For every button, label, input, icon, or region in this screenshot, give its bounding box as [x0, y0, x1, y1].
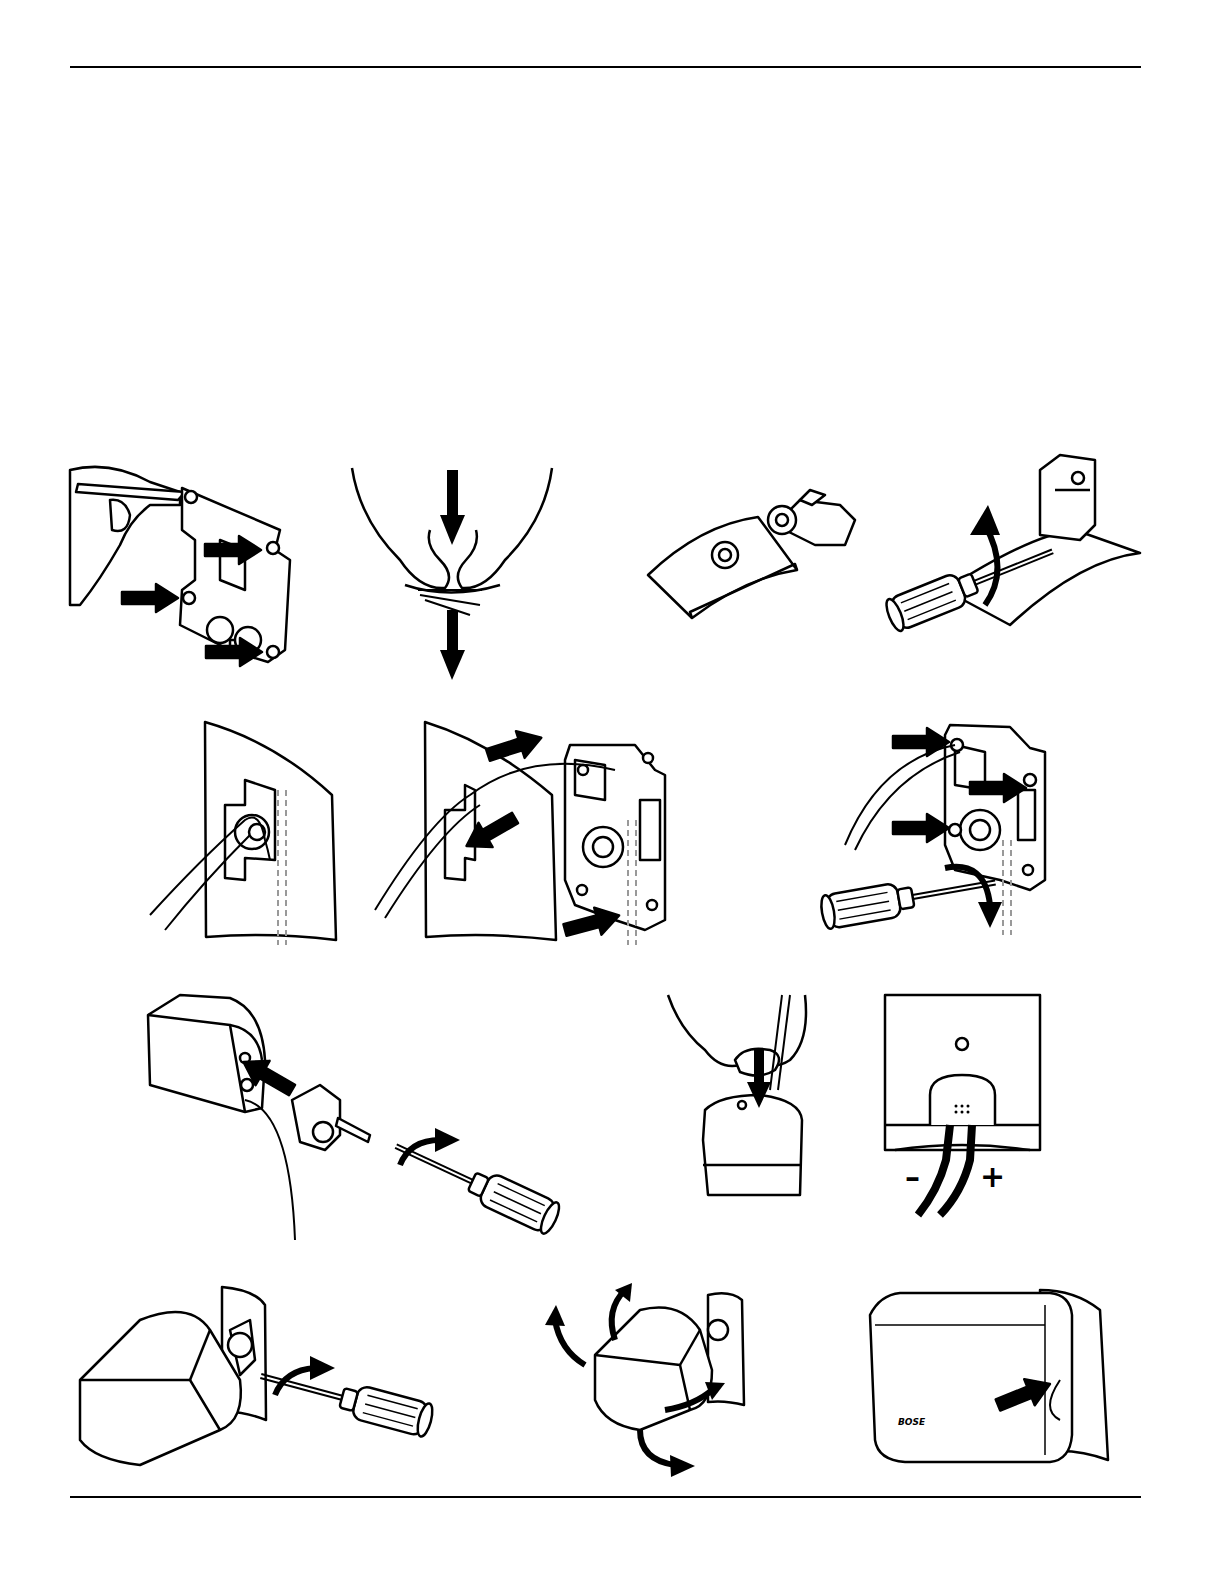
polarity-label: +	[980, 1162, 1005, 1192]
logo-text: BOSE	[898, 1418, 925, 1427]
polarity-label: –	[905, 1162, 920, 1192]
